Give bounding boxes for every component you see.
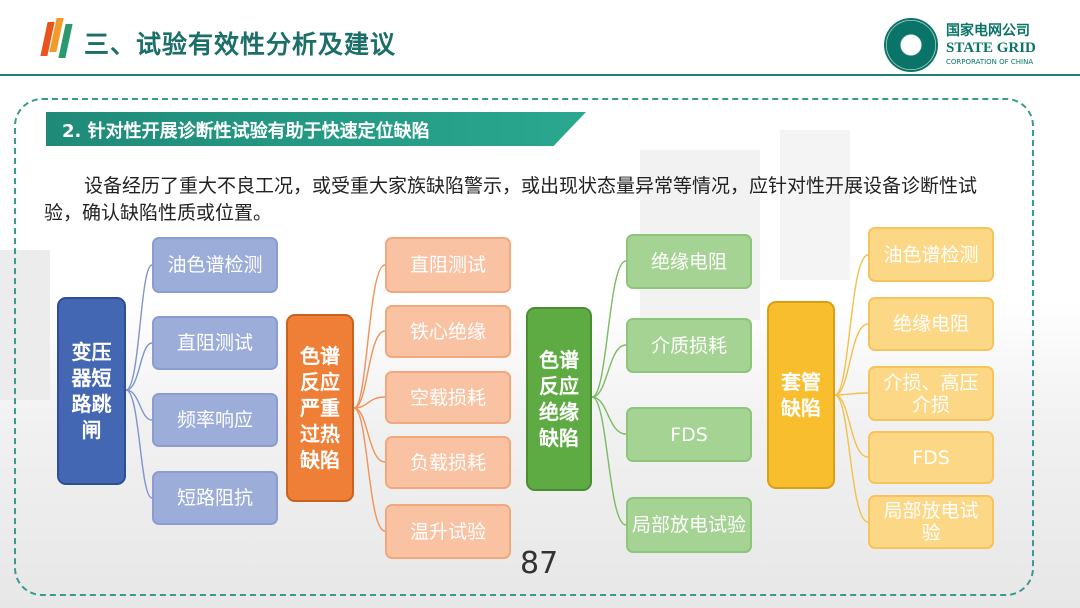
logo-chinese-name: 国家电网公司 [946,23,1030,39]
page-title: 三、试验有效性分析及建议 [84,30,397,59]
logo-subtitle: CORPORATION OF CHINA [946,58,1034,66]
background-pillar [0,250,50,400]
background-pillar [780,130,850,280]
diagram-item: FDS [626,407,752,462]
diagram-item: 短路阻抗 [152,471,278,525]
diagram-main-node: 色谱反应绝缘缺陷 [526,307,592,491]
section-paragraph: 设备经历了重大不良工况，或受重大家族缺陷警示，或出现状态量异常等情况，应针对性开… [44,173,1004,227]
diagram-item: 介质损耗 [626,318,752,373]
header-divider [0,74,1080,76]
page-number: 87 [520,546,559,581]
diagram-item: 局部放电试验 [626,497,752,553]
state-grid-logo: 国家电网公司 State Grid CORPORATION OF CHINA [884,18,1064,72]
section-subtitle: 2. 针对性开展诊断性试验有助于快速定位缺陷 [62,121,430,142]
diagram-main-node: 变压器短路跳闸 [57,297,126,485]
diagram-item: 铁心绝缘 [385,305,511,358]
diagram-item: FDS [868,431,994,484]
diagram-item: 温升试验 [385,504,511,559]
diagram-item: 空载损耗 [385,371,511,424]
diagram-main-node: 套管缺陷 [767,301,835,489]
diagram-item: 直阻测试 [385,237,511,293]
paragraph-text: 设备经历了重大不良工况，或受重大家族缺陷警示，或出现状态量异常等情况，应针对性开… [44,175,978,224]
diagram-item: 负载损耗 [385,436,511,489]
subtitle-banner [46,112,586,146]
diagram-item: 直阻测试 [152,316,278,370]
content-frame [14,98,1034,596]
diagram-item: 局部放电试验 [868,495,994,549]
logo-english-name: State Grid [946,40,1036,56]
diagram-item: 油色谱检测 [868,227,994,282]
diagram-main-node: 色谱反应严重过热缺陷 [286,314,354,502]
diagram-item: 油色谱检测 [152,237,278,293]
diagram-item: 绝缘电阻 [868,297,994,351]
diagram-item: 绝缘电阻 [626,234,752,289]
diagram-item: 介损、高压介损 [868,366,994,421]
state-grid-emblem-icon [884,18,938,72]
diagram-item: 频率响应 [152,393,278,447]
